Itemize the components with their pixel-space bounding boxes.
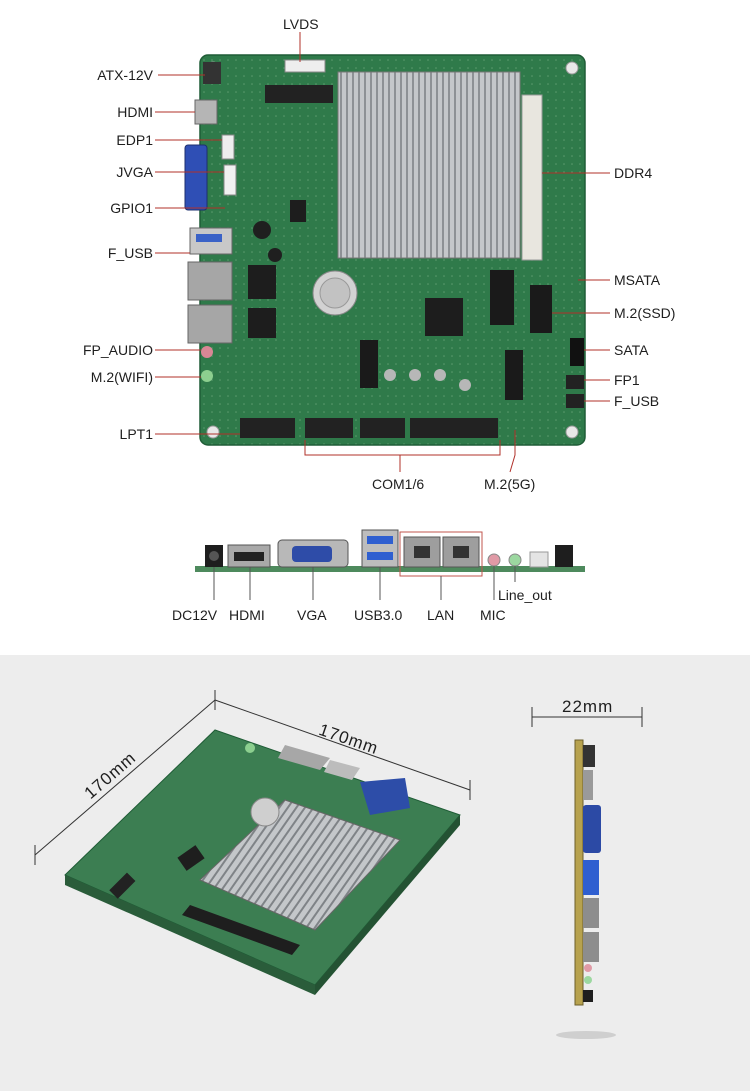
label-msata: MSATA xyxy=(614,272,661,288)
io-callouts xyxy=(213,566,516,600)
label-lpt1: LPT1 xyxy=(119,426,153,442)
io-panel xyxy=(195,529,585,577)
label-f-usb-left: F_USB xyxy=(107,245,153,261)
label-atx-12v: ATX-12V xyxy=(97,67,153,83)
label-com: COM1/6 xyxy=(372,476,425,492)
label-lvds: LVDS xyxy=(283,16,319,32)
dimension-height: 22mm xyxy=(562,697,614,716)
label-f-usb-right: F_USB xyxy=(614,393,660,409)
label-fp-audio: FP_AUDIO xyxy=(82,342,153,358)
label-ddr4: DDR4 xyxy=(614,165,653,181)
label-jvga: JVGA xyxy=(116,164,153,180)
label-edp1: EDP1 xyxy=(116,132,153,148)
io-label-lan: LAN xyxy=(427,607,455,623)
motherboard-top-view xyxy=(184,54,586,446)
isometric-view xyxy=(64,729,461,995)
io-label-usb30: USB3.0 xyxy=(354,607,403,623)
label-hdmi: HDMI xyxy=(117,104,153,120)
side-view xyxy=(556,739,616,1039)
io-label-vga: VGA xyxy=(297,607,327,623)
io-label-dc12v: DC12V xyxy=(172,607,218,623)
dimension-lines xyxy=(34,690,643,865)
io-label-mic: MIC xyxy=(480,607,506,623)
label-m2-ssd: M.2(SSD) xyxy=(614,305,676,321)
io-label-line-out: Line_out xyxy=(498,587,552,603)
label-gpio1: GPIO1 xyxy=(110,200,153,216)
label-sata: SATA xyxy=(614,342,649,358)
label-m2-wifi: M.2(WIFI) xyxy=(90,369,153,385)
label-fp1: FP1 xyxy=(614,372,640,388)
io-label-hdmi: HDMI xyxy=(229,607,265,623)
callout-lines xyxy=(155,32,610,473)
label-m2-5g: M.2(5G) xyxy=(484,476,536,492)
